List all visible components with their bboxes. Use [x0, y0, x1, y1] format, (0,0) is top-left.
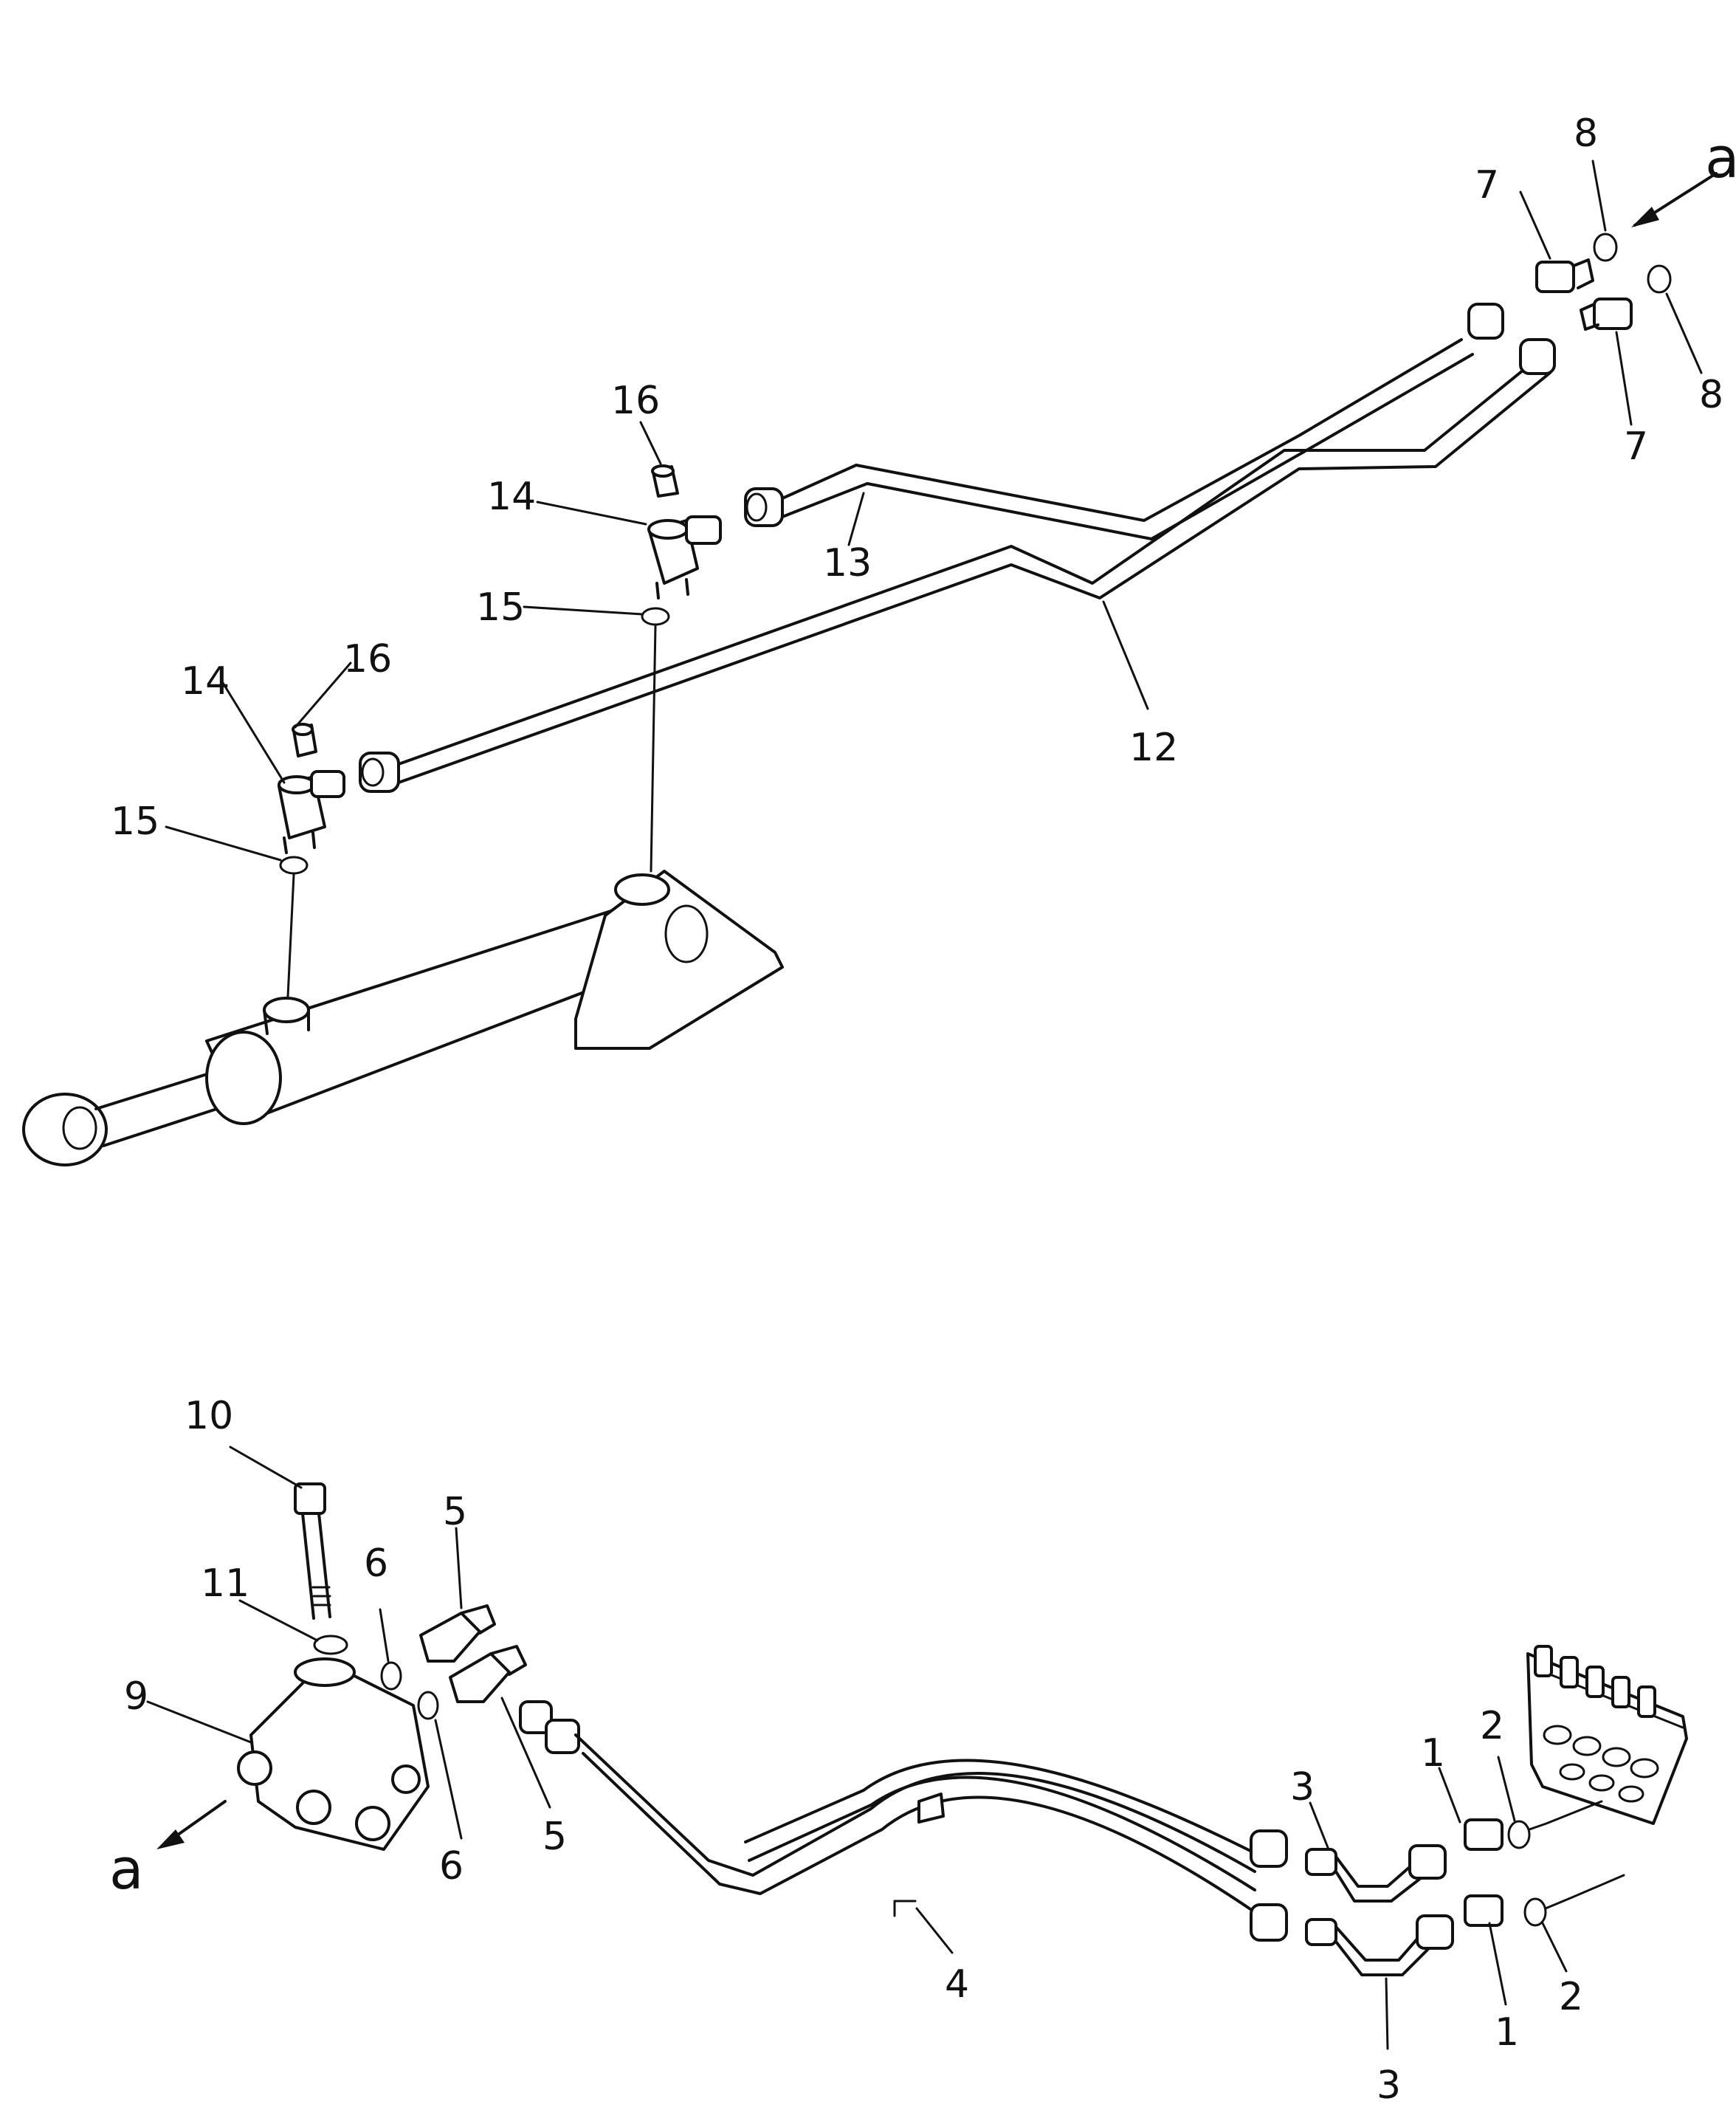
callout-7-top: 7 [1475, 163, 1499, 207]
callout-5-bottom: 5 [542, 1815, 567, 1859]
callout-8-right: 8 [1699, 373, 1723, 417]
connector-1-top [1464, 1818, 1504, 1851]
o-ring-6-top [380, 1661, 402, 1691]
callout-14-top: 14 [487, 475, 536, 519]
callout-a-top: a [1705, 125, 1736, 190]
callout-9: 9 [124, 1674, 148, 1719]
connector-7-top [1535, 258, 1594, 293]
hose-4 [519, 1700, 1288, 1942]
o-ring-2-bottom [1523, 1897, 1547, 1927]
elbow-fitting-14-left [278, 770, 345, 854]
callout-2-bottom: 2 [1559, 1975, 1583, 2019]
elbow-connector-5-bottom [449, 1645, 527, 1703]
tube-13 [744, 303, 1504, 540]
callout-14-left: 14 [181, 659, 230, 704]
callout-4: 4 [945, 1962, 969, 2007]
elbow-connector-5-top [419, 1604, 496, 1663]
plug-16-left [292, 723, 317, 757]
plug-16-top [651, 464, 679, 498]
callout-6-bottom: 6 [439, 1844, 464, 1888]
callout-12: 12 [1129, 726, 1178, 770]
connector-7-right [1580, 298, 1633, 331]
valve-9 [237, 1657, 430, 1851]
callout-7-right: 7 [1624, 425, 1648, 469]
leader-lines-bottom [146, 1446, 1568, 2050]
arrow-a-bottom-head [156, 1829, 185, 1849]
o-ring-8-top [1593, 233, 1618, 262]
callout-3-top: 3 [1290, 1765, 1315, 1809]
elbow-fitting-14-top [647, 515, 722, 599]
o-ring-2-top [1507, 1820, 1531, 1849]
callout-15-top: 15 [476, 585, 525, 630]
callout-15-left: 15 [111, 800, 159, 844]
leader-lines-top [165, 159, 1703, 862]
callout-13: 13 [823, 541, 872, 585]
callout-a-bottom: a [109, 1836, 144, 1902]
tube-12 [359, 338, 1556, 793]
fitting-3-top [1305, 1844, 1447, 1903]
o-ring-15-left [279, 856, 309, 875]
callout-3-bottom: 3 [1377, 2063, 1401, 2108]
o-ring-8-right [1647, 264, 1672, 294]
bolt-10 [294, 1482, 331, 1620]
control-valve-block [1526, 1645, 1688, 1825]
fitting-3-bottom [1305, 1914, 1454, 1976]
o-ring-6-bottom [417, 1691, 439, 1720]
washer-11 [313, 1635, 348, 1655]
callout-labels: 16 14 15 13 12 16 14 15 8 7 8 7 a 10 11 … [109, 111, 1736, 2108]
callout-11: 11 [201, 1561, 249, 1606]
callout-10: 10 [185, 1394, 233, 1438]
hydraulic-cylinder [22, 870, 784, 1166]
callout-8-top: 8 [1574, 111, 1598, 156]
arrow-a-top-head [1631, 207, 1659, 227]
connection-lines-bottom [1528, 1800, 1625, 1910]
callout-5-top: 5 [443, 1490, 467, 1534]
connector-1-bottom [1464, 1894, 1504, 1927]
callout-1-top: 1 [1421, 1731, 1445, 1776]
callout-1-bottom: 1 [1495, 2010, 1519, 2055]
callout-16-left: 16 [343, 637, 392, 681]
connection-lines-top [286, 625, 657, 998]
callout-2-top: 2 [1480, 1704, 1504, 1748]
o-ring-15-top [641, 607, 670, 626]
callout-16-top: 16 [611, 379, 660, 423]
callout-6-top: 6 [364, 1542, 388, 1586]
